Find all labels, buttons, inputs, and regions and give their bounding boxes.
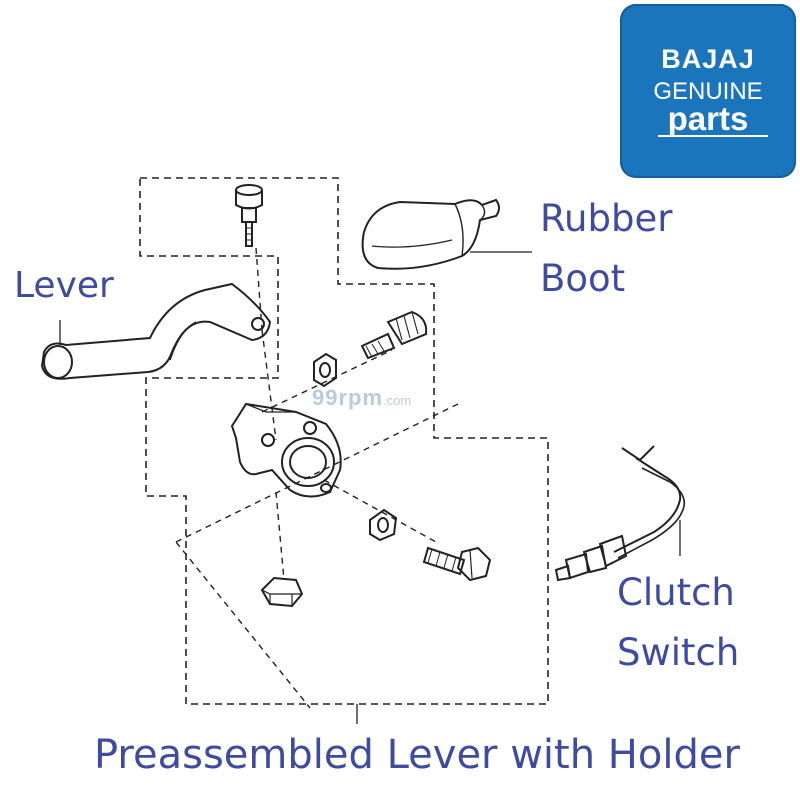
- watermark: 99rpm.com: [312, 385, 411, 411]
- bajaj-genuine-parts-badge: BAJAJ GENUINE parts: [620, 4, 796, 178]
- watermark-main: 99rpm: [312, 385, 384, 410]
- lock-nut-small: [313, 352, 337, 388]
- hex-nut: [260, 576, 304, 608]
- leader-lines: [59, 251, 681, 724]
- badge-genuine: GENUINE: [653, 78, 763, 105]
- washer-lower: [369, 508, 398, 542]
- label-preassembled-lever-with-holder: Preassembled Lever with Holder: [94, 732, 740, 778]
- rubber-boot-part: [361, 198, 500, 270]
- label-rubber-boot-line2: Boot: [540, 257, 626, 300]
- lever-holder-body: [230, 402, 342, 498]
- badge-brand: BAJAJ: [661, 44, 755, 74]
- label-lever: Lever: [14, 265, 114, 306]
- pin-bolt: [235, 184, 263, 247]
- badge-parts: parts: [667, 100, 749, 137]
- label-clutch-switch-line1: Clutch: [617, 571, 735, 614]
- lever-part: [40, 282, 272, 380]
- adjuster-screw: [360, 310, 428, 360]
- watermark-suffix: .com: [383, 393, 412, 408]
- clutch-switch-part: [554, 445, 686, 582]
- hex-bolt: [422, 546, 492, 582]
- assembly-dash-lines: [175, 247, 459, 709]
- badge-underline: [658, 135, 768, 137]
- label-rubber-boot-line1: Rubber: [540, 197, 673, 240]
- preassembled-boundary: [139, 177, 549, 705]
- label-clutch-switch-line2: Switch: [617, 631, 740, 674]
